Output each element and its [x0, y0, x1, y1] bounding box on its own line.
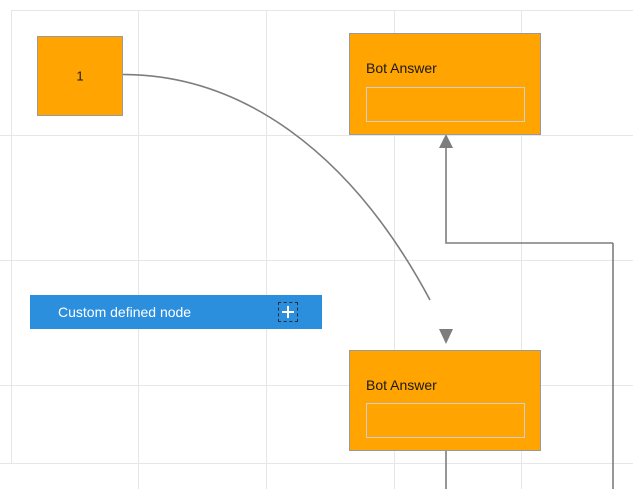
- node-bot-answer-2-slot[interactable]: [366, 403, 525, 438]
- node-bot-answer-1-title: Bot Answer: [366, 60, 437, 76]
- custom-defined-node-button[interactable]: Custom defined node: [30, 295, 322, 329]
- edge-orthogonal-bot-answer-2-to-bot-answer-1: [445, 145, 613, 244]
- node-start-1[interactable]: 1: [37, 36, 123, 116]
- node-bot-answer-1[interactable]: Bot Answer: [349, 33, 541, 135]
- plus-icon[interactable]: [278, 302, 298, 322]
- arrowhead-down-into-bot-answer-2: [439, 329, 453, 344]
- arrowhead-up-into-bot-answer-1: [439, 134, 453, 148]
- node-bot-answer-1-slot[interactable]: [366, 87, 525, 122]
- custom-defined-node-label: Custom defined node: [58, 304, 192, 320]
- node-bot-answer-2-title: Bot Answer: [366, 377, 437, 393]
- node-bot-answer-2[interactable]: Bot Answer: [349, 350, 541, 451]
- node-start-1-label: 1: [76, 68, 84, 84]
